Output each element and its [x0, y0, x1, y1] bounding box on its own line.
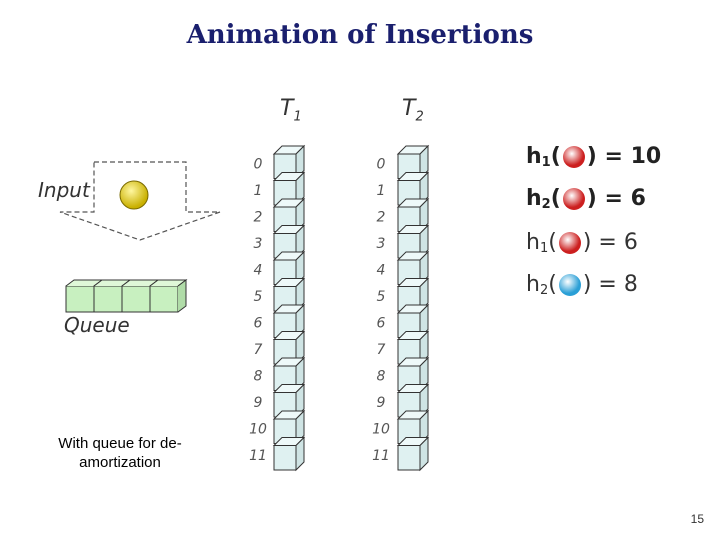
table-index-label: 9 [254, 395, 263, 411]
paren-open: ( [550, 186, 561, 211]
key-ball-icon [558, 273, 581, 296]
input-arrow [59, 161, 221, 241]
table-cell [396, 277, 430, 313]
table-index-label: 2 [254, 210, 263, 226]
deamortization-note: With queue for de-amortization [58, 435, 182, 471]
table-index-label: 11 [372, 448, 390, 464]
input-ball [119, 180, 149, 210]
queue-cell [121, 279, 160, 313]
hash-fn: h [526, 230, 540, 255]
hash-fn: h [526, 144, 542, 169]
table-index-label: 9 [377, 395, 386, 411]
table-index-label: 1 [377, 183, 386, 199]
key-ball-icon [562, 145, 585, 168]
table-cell [272, 250, 306, 286]
table-index-label: 2 [377, 210, 386, 226]
t1-letter: T [280, 96, 294, 121]
input-label: Input [38, 178, 90, 202]
table-index-label: 6 [377, 316, 386, 332]
table-cell [396, 436, 430, 472]
table-index-label: 3 [377, 236, 386, 252]
table-index-label: 5 [377, 289, 386, 305]
hash-fn-sub: 1 [539, 241, 549, 256]
slide-title: Animation of Insertions [186, 20, 534, 50]
page-number: 15 [690, 512, 704, 526]
hash-value: = 10 [596, 144, 662, 169]
table-cell [396, 330, 430, 366]
table-index-label: 1 [254, 183, 263, 199]
hash-fn: h [526, 272, 540, 297]
hash-value: = 6 [596, 186, 646, 211]
table-index-label: 0 [254, 157, 263, 173]
table-index-label: 8 [377, 369, 386, 385]
table-index-label: 10 [249, 422, 267, 438]
table-index-label: 11 [249, 448, 267, 464]
hash-value: = 6 [591, 230, 638, 255]
table-t1-label: T1 [280, 96, 302, 124]
table-index-label: 3 [254, 236, 263, 252]
key-ball-icon [558, 231, 581, 254]
table-index-label: 8 [254, 369, 263, 385]
table-index-label: 4 [377, 263, 386, 279]
queue [65, 279, 188, 313]
paren-open: ( [550, 144, 561, 169]
queue-cell [149, 279, 188, 313]
paren-close: ) [586, 144, 597, 169]
table-index-label: 7 [254, 342, 263, 358]
paren-close: ) [582, 230, 592, 255]
paren-open: ( [548, 230, 557, 255]
key-ball-icon [562, 187, 585, 210]
table-index-label: 4 [254, 263, 263, 279]
t1-sub: 1 [293, 109, 302, 125]
table-index-label: 10 [372, 422, 390, 438]
table-index-label: 7 [377, 342, 386, 358]
table-t1: 0 1 2 3 4 5 6 7 8 9 10 11 [249, 144, 306, 472]
t2-letter: T [402, 96, 416, 121]
hash-fn-sub: 1 [541, 155, 551, 170]
hash-fn-sub: 2 [539, 283, 549, 298]
table-index-label: 5 [254, 289, 263, 305]
table-cell [272, 436, 306, 472]
table-cell [272, 383, 306, 419]
hash-value: = 8 [591, 272, 638, 297]
table-t2-label: T2 [402, 96, 424, 124]
hash-fn: h [526, 186, 542, 211]
table-t2: 0 1 2 3 4 5 6 7 8 9 10 11 [372, 144, 430, 472]
paren-close: ) [586, 186, 597, 211]
paren-close: ) [582, 272, 592, 297]
t2-sub: 2 [415, 109, 424, 125]
queue-label: Queue [64, 313, 130, 337]
table-index-label: 6 [254, 316, 263, 332]
hash-fn-sub: 2 [541, 197, 551, 212]
paren-open: ( [548, 272, 557, 297]
table-index-label: 0 [377, 157, 386, 173]
